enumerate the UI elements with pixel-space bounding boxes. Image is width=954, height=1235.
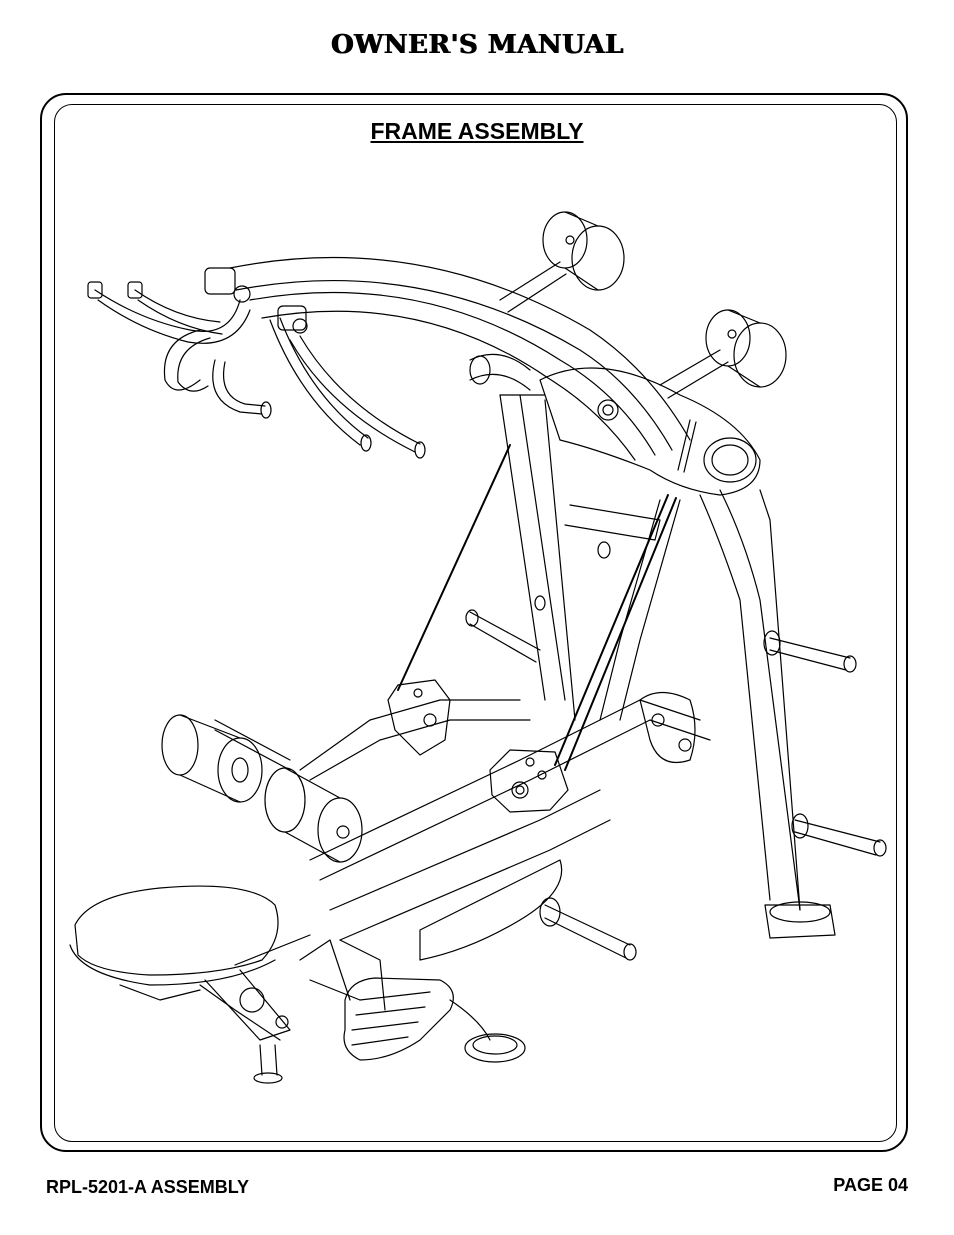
- pulley-brackets: [388, 680, 695, 812]
- section-title: FRAME ASSEMBLY: [0, 118, 954, 145]
- rear-frame-legs: [600, 490, 835, 938]
- seat-pad: [70, 886, 310, 1040]
- model-assembly-label: RPL-5201-A ASSEMBLY: [46, 1177, 249, 1198]
- cables: [398, 445, 676, 770]
- center-upright: [500, 395, 660, 720]
- frame-assembly-illustration: [54, 160, 894, 1100]
- side-weight-horns: [466, 610, 886, 960]
- page-number: PAGE 04: [833, 1175, 908, 1196]
- front-base: [205, 970, 360, 1083]
- foot-plate: [344, 978, 525, 1062]
- main-beam: [300, 700, 710, 1010]
- upper-weight-horns: [470, 212, 786, 398]
- manual-title: OWNER'S MANUAL: [0, 30, 954, 60]
- pivot-hub: [540, 368, 760, 495]
- left-handle-bars: [88, 268, 425, 458]
